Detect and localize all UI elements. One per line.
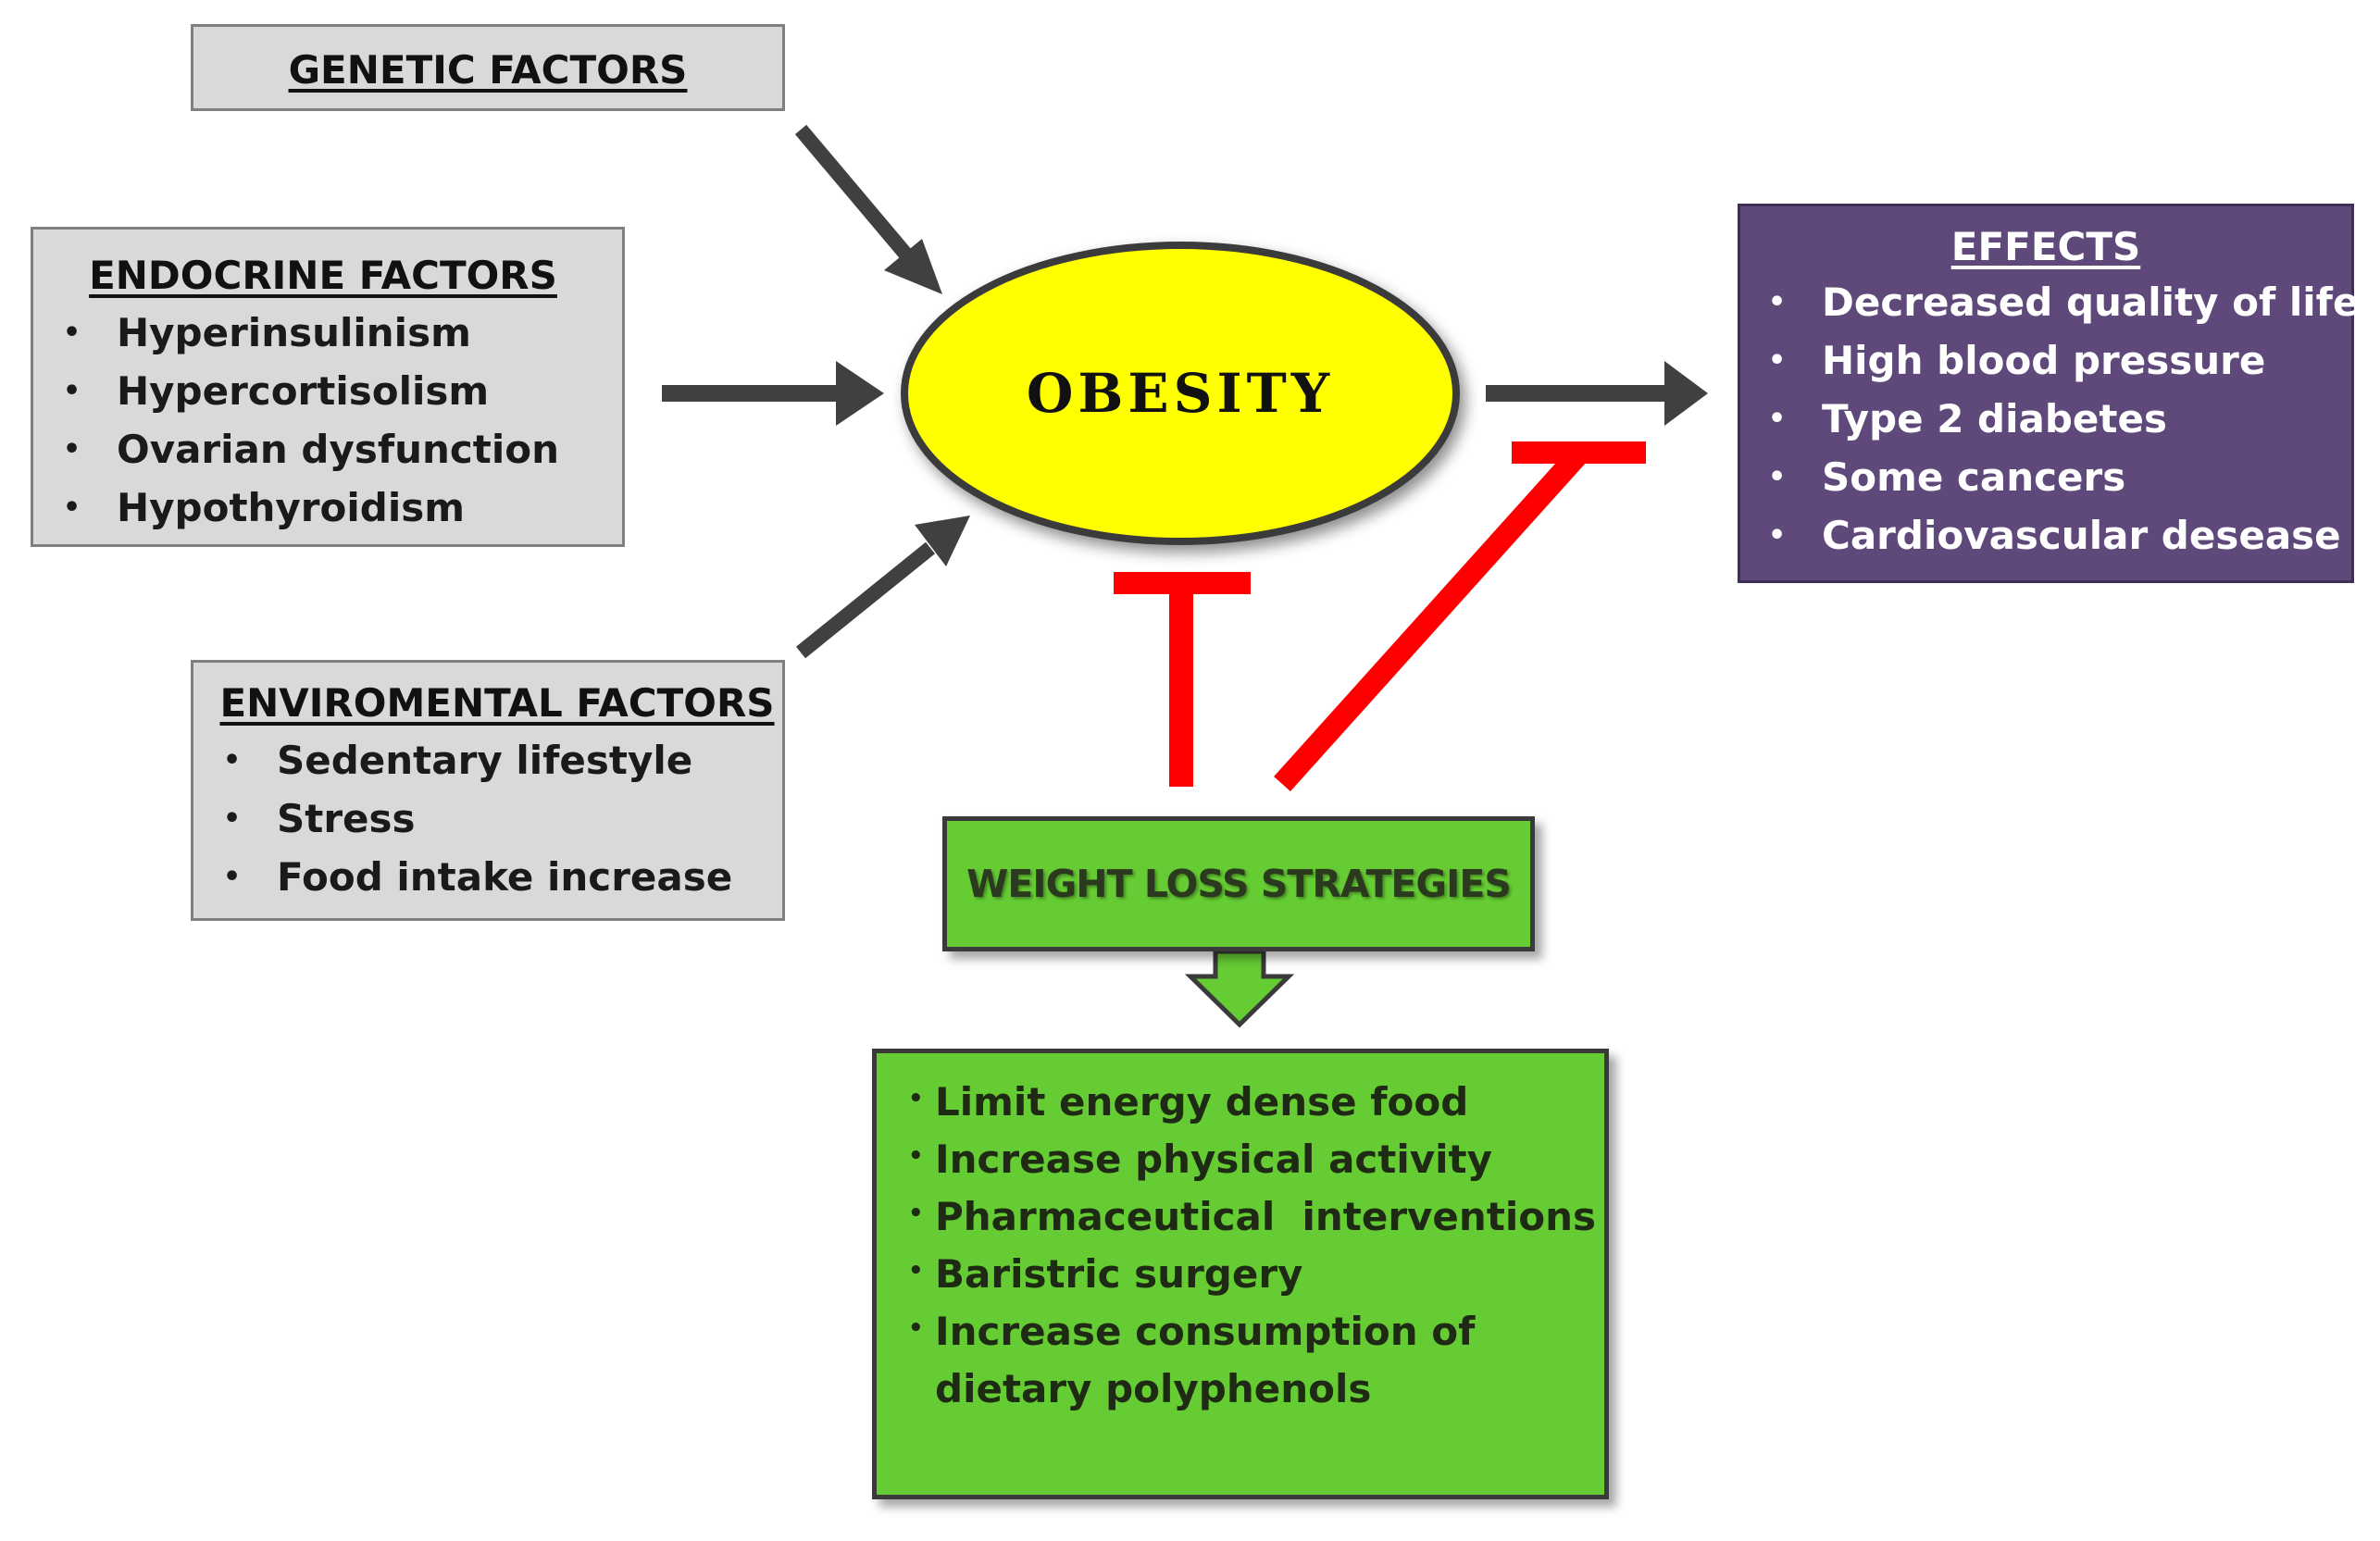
list-item: Baristric surgery: [877, 1242, 1604, 1303]
effects-box: EFFECTS Decreased quality of life High b…: [1738, 204, 2359, 583]
list-item: Ovarian dysfunction: [33, 420, 622, 478]
endocrine-factors-list: Hyperinsulinism Hypercortisolism Ovarian…: [33, 304, 622, 537]
obesity-node: [901, 242, 1460, 545]
list-item: Increase consumption of dietary polyphen…: [877, 1299, 1604, 1418]
strategies-list: Limit energy dense food Increase physica…: [877, 1070, 1604, 1418]
list-item: Pharmaceutical interventions: [877, 1185, 1604, 1246]
arrow-genetic-to-obesity: [794, 124, 942, 294]
weight-loss-strategies-box: WEIGHT LOSS STRATEGIES: [942, 816, 1535, 951]
environmental-factors-title: ENVIROMENTAL FACTORS: [219, 680, 775, 726]
strategies-box: Limit energy dense food Increase physica…: [872, 1049, 1609, 1499]
genetic-factors-box: GENETIC FACTORS: [191, 24, 785, 111]
arrow-obesity-to-effects: [1486, 361, 1708, 426]
inhibit-strategies-effects: [1274, 441, 1646, 792]
list-item: Sedentary lifestyle: [193, 731, 782, 789]
list-item: Hyperinsulinism: [33, 304, 622, 362]
list-item: Stress: [193, 789, 782, 848]
weight-loss-strategies-label: WEIGHT LOSS STRATEGIES: [966, 862, 1512, 906]
environmental-factors-box: ENVIROMENTAL FACTORS Sedentary lifestyle…: [191, 660, 785, 921]
list-item: Hypothyroidism: [33, 478, 622, 537]
list-item: Increase physical activity: [877, 1127, 1604, 1188]
list-item: Decreased quality of life: [1740, 273, 2359, 331]
inhibit-strategies-obesity: [1114, 572, 1251, 787]
list-item: Limit energy dense food: [877, 1070, 1604, 1131]
arrow-environmental-to-obesity: [795, 516, 970, 659]
list-item: Some cancers: [1740, 448, 2351, 506]
list-item: Hypercortisolism: [33, 362, 622, 420]
list-item: Type 2 diabetes: [1740, 390, 2351, 448]
list-item: High blood pressure: [1740, 331, 2351, 390]
genetic-factors-title: GENETIC FACTORS: [288, 47, 688, 93]
list-item: Cardiovascular desease: [1740, 506, 2351, 565]
obesity-label: OBESITY: [1026, 362, 1335, 425]
endocrine-factors-title: ENDOCRINE FACTORS: [89, 253, 557, 298]
environmental-factors-list: Sedentary lifestyle Stress Food intake i…: [193, 731, 782, 906]
effects-list: Decreased quality of life High blood pre…: [1740, 273, 2359, 565]
effects-title: EFFECTS: [1950, 224, 2141, 269]
arrow-wls-to-strategies: [1184, 949, 1295, 1028]
list-item: Food intake increase: [193, 848, 782, 906]
endocrine-factors-box: ENDOCRINE FACTORS Hyperinsulinism Hyperc…: [31, 227, 625, 547]
arrow-endocrine-to-obesity: [662, 361, 884, 426]
